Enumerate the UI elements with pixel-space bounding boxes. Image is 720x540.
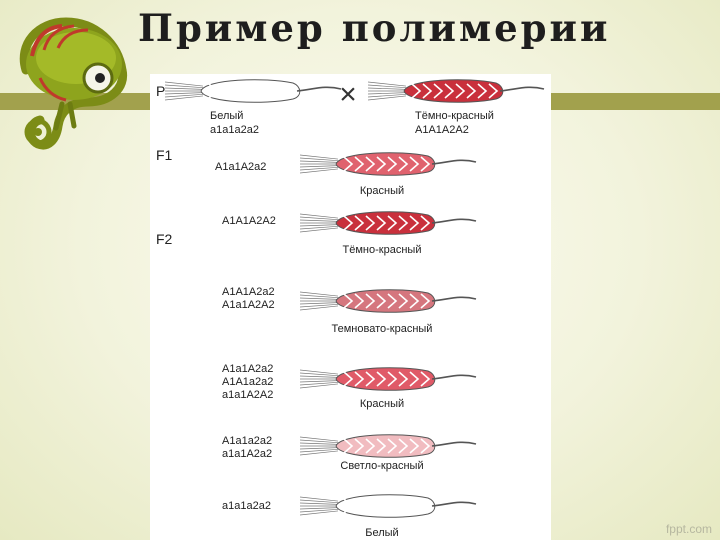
f1-genotype: A1a1A2a2 <box>215 161 266 173</box>
f2-phenotype-1: Тёмно-красный <box>343 244 422 256</box>
slide-title: Пример полимерии <box>138 6 611 50</box>
f2-genotype-2-1: A1A1A2a2 <box>222 286 275 298</box>
chameleon-icon <box>19 17 128 150</box>
f2-genotype-1-1: A1A1A2A2 <box>222 215 276 227</box>
f2-phenotype-2: Темновато-красный <box>332 323 433 335</box>
f2-genotype-4-2: a1a1A2a2 <box>222 448 272 460</box>
generation-label-p: P <box>156 83 165 99</box>
spike-f1 <box>299 152 477 176</box>
f2-genotype-3-3: a1a1A2A2 <box>222 389 273 401</box>
footer-watermark: fppt.com <box>665 522 712 536</box>
spike-parent-2 <box>367 79 545 103</box>
f2-phenotype-4: Светло-красный <box>340 460 423 472</box>
f2-phenotype-5: Белый <box>365 527 398 539</box>
spike-f2-5 <box>299 494 477 518</box>
f2-genotype-5-1: a1a1a2a2 <box>222 500 271 512</box>
generation-label-f2: F2 <box>156 231 173 247</box>
parent-genotype-2: A1A1A2A2 <box>415 124 469 136</box>
spike-f2-2 <box>299 289 477 313</box>
parent-phenotype-2: Тёмно-красный <box>415 110 494 122</box>
spike-f2-3 <box>299 367 477 391</box>
f1-phenotype: Красный <box>360 185 404 197</box>
generation-label-f1: F1 <box>156 147 173 163</box>
spike-parent-1 <box>164 79 342 103</box>
cross-symbol: × <box>339 78 357 111</box>
parent-genotype-1: a1a1a2a2 <box>210 124 259 136</box>
f2-genotype-3-1: A1a1A2a2 <box>222 363 273 375</box>
f2-genotype-4-1: A1a1a2a2 <box>222 435 272 447</box>
f2-genotype-2-2: A1a1A2A2 <box>222 299 275 311</box>
spike-f2-1 <box>299 211 477 235</box>
parent-phenotype-1: Белый <box>210 110 243 122</box>
spike-f2-4 <box>299 434 477 458</box>
f2-genotype-3-2: A1A1a2a2 <box>222 376 273 388</box>
f2-phenotype-3: Красный <box>360 398 404 410</box>
